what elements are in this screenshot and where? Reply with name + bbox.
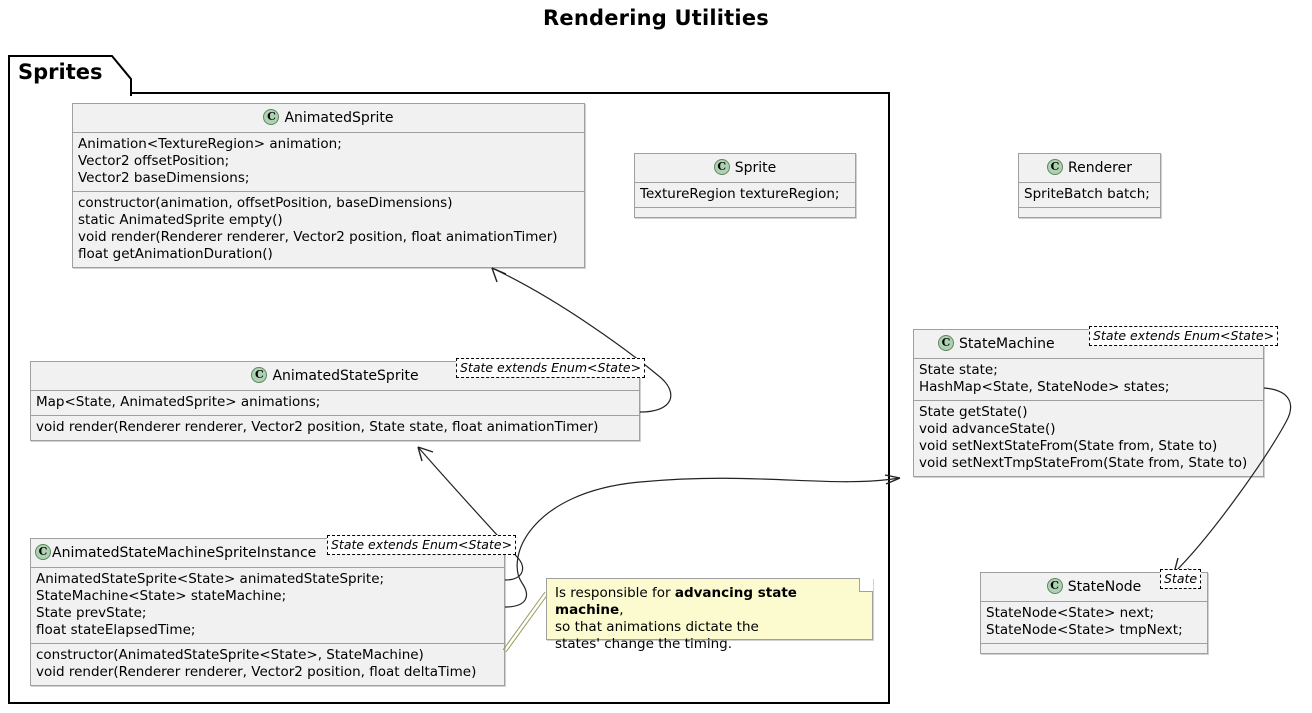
- methods-compartment: void render(Renderer renderer, Vector2 p…: [31, 416, 639, 440]
- methods-compartment: State getState() void advanceState() voi…: [914, 401, 1263, 476]
- diagram-title: Rendering Utilities: [543, 6, 769, 30]
- class-box-animated-sprite[interactable]: AnimatedSprite Animation<TextureRegion> …: [72, 103, 585, 268]
- class-icon: [938, 335, 954, 351]
- generic-tag-state-node: State: [1160, 569, 1202, 589]
- attribute-line: Vector2 baseDimensions;: [78, 170, 250, 186]
- class-name: AnimatedStateSprite: [272, 368, 419, 384]
- generic-tag-animated-state-machine-sprite-instance: State extends Enum<State>: [327, 535, 517, 555]
- method-line: void render(Renderer renderer, Vector2 p…: [78, 229, 558, 245]
- note-line-1: Is responsible for advancing state machi…: [555, 585, 864, 619]
- attributes-compartment: SpriteBatch batch;: [1019, 183, 1160, 208]
- methods-compartment: constructor(AnimatedStateSprite<State>, …: [31, 644, 504, 685]
- class-name: Renderer: [1068, 160, 1132, 176]
- class-name: AnimatedStateMachineSpriteInstance: [52, 545, 317, 561]
- package-tab-label: Sprites: [18, 60, 103, 84]
- generic-tag-animated-state-sprite: State extends Enum<State>: [456, 358, 646, 378]
- attributes-compartment: TextureRegion textureRegion;: [635, 183, 855, 208]
- class-name: Sprite: [734, 160, 777, 176]
- class-name: StateNode: [1067, 579, 1142, 595]
- method-line: static AnimatedSprite empty(): [78, 212, 283, 228]
- attributes-compartment: AnimatedStateSprite<State> animatedState…: [31, 568, 504, 644]
- attribute-line: State state;: [919, 362, 998, 378]
- class-icon: [1046, 578, 1063, 594]
- class-box-renderer[interactable]: Renderer SpriteBatch batch;: [1018, 153, 1161, 218]
- method-line: constructor(AnimatedStateSprite<State>, …: [36, 647, 424, 663]
- method-line: void setNextTmpStateFrom(State from, Sta…: [919, 455, 1248, 471]
- attribute-line: AnimatedStateSprite<State> animatedState…: [36, 571, 385, 587]
- class-icon: [263, 109, 280, 125]
- attribute-line: HashMap<State, StateNode> states;: [919, 379, 1170, 395]
- attributes-compartment: Animation<TextureRegion> animation; Vect…: [73, 133, 584, 192]
- method-line: float getAnimationDuration(): [78, 246, 273, 262]
- note-fold-corner: [859, 578, 873, 592]
- method-line: void render(Renderer renderer, Vector2 p…: [36, 419, 599, 435]
- methods-compartment: constructor(animation, offsetPosition, b…: [73, 192, 584, 267]
- class-header-sprite: Sprite: [635, 154, 855, 183]
- class-name: StateMachine: [959, 336, 1055, 352]
- note-advancing-state-machine[interactable]: Is responsible for advancing state machi…: [546, 578, 873, 652]
- class-box-sprite[interactable]: Sprite TextureRegion textureRegion;: [634, 153, 856, 218]
- package-tab-shape: [8, 55, 132, 96]
- attributes-compartment: State state; HashMap<State, StateNode> s…: [914, 359, 1263, 401]
- attribute-line: StateMachine<State> stateMachine;: [36, 588, 287, 604]
- package-tab: Sprites: [8, 55, 132, 96]
- class-icon: [1047, 159, 1064, 175]
- method-line: State getState(): [919, 404, 1028, 420]
- class-header-state-node: StateNode: [981, 573, 1207, 602]
- class-header-renderer: Renderer: [1019, 154, 1160, 183]
- class-icon: [35, 544, 51, 560]
- note-text-prefix: Is responsible for: [555, 585, 675, 601]
- attribute-line: TextureRegion textureRegion;: [640, 186, 840, 202]
- note-line-2: so that animations dictate the: [555, 619, 759, 635]
- class-icon: [251, 367, 268, 383]
- generic-tag-state-machine: State extends Enum<State>: [1089, 326, 1279, 346]
- package-frame-sprites: [8, 92, 890, 704]
- class-header-animated-sprite: AnimatedSprite: [73, 104, 584, 133]
- attribute-line: Vector2 offsetPosition;: [78, 153, 230, 169]
- attribute-line: State prevState;: [36, 605, 147, 621]
- note-line-3: states' change the timing.: [555, 636, 733, 652]
- attribute-line: Animation<TextureRegion> animation;: [78, 136, 342, 152]
- methods-compartment: [981, 644, 1207, 653]
- methods-compartment: [635, 208, 855, 217]
- attribute-line: StateNode<State> next;: [986, 605, 1155, 621]
- class-icon: [713, 159, 730, 175]
- class-name: AnimatedSprite: [284, 110, 394, 126]
- methods-compartment: [1019, 208, 1160, 217]
- method-line: void advanceState(): [919, 421, 1056, 437]
- attribute-line: SpriteBatch batch;: [1024, 186, 1150, 202]
- class-box-state-machine[interactable]: StateMachine State state; HashMap<State,…: [913, 329, 1264, 477]
- attribute-line: StateNode<State> tmpNext;: [986, 622, 1183, 638]
- attribute-line: Map<State, AnimatedSprite> animations;: [36, 394, 321, 410]
- attributes-compartment: Map<State, AnimatedSprite> animations;: [31, 391, 639, 416]
- attributes-compartment: StateNode<State> next; StateNode<State> …: [981, 602, 1207, 644]
- method-line: void setNextStateFrom(State from, State …: [919, 438, 1218, 454]
- method-line: constructor(animation, offsetPosition, b…: [78, 195, 453, 211]
- class-box-animated-state-machine-sprite-instance[interactable]: AnimatedStateMachineSpriteInstance Anima…: [30, 538, 505, 686]
- method-line: void render(Renderer renderer, Vector2 p…: [36, 664, 477, 680]
- attribute-line: float stateElapsedTime;: [36, 622, 196, 638]
- note-text-suffix: ,: [619, 602, 624, 618]
